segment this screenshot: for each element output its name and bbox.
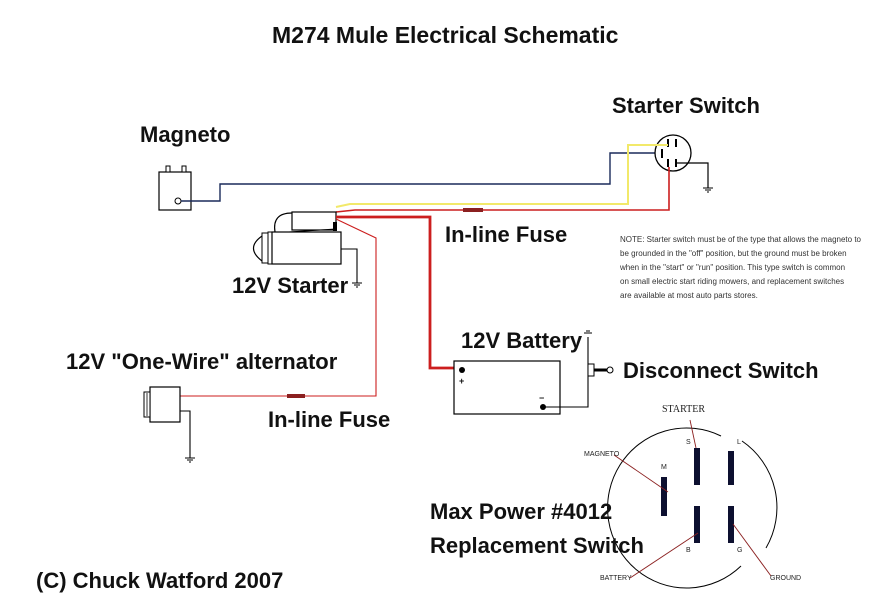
starter-switch-label: Starter Switch xyxy=(612,93,760,118)
switch-power-wire xyxy=(335,167,670,213)
starter-motor xyxy=(252,211,342,265)
battery-positive-label: + xyxy=(459,376,464,386)
alternator-charge-wire xyxy=(180,218,377,397)
pin-g-label: G xyxy=(737,547,742,554)
battery-cable xyxy=(336,215,462,370)
ground-terminal-label: GROUND xyxy=(770,575,801,582)
fuse-bottom xyxy=(287,394,305,398)
alternator-label: 12V "One-Wire" alternator xyxy=(66,349,338,374)
note-line: are available at most auto parts stores. xyxy=(620,291,758,300)
pin-b xyxy=(694,506,700,543)
fuse-top-label: In-line Fuse xyxy=(445,222,567,247)
replacement-switch-detail xyxy=(607,419,778,589)
fuse-bottom-label: In-line Fuse xyxy=(268,407,390,432)
fuse-top xyxy=(463,208,483,212)
disconnect-wire xyxy=(543,337,589,408)
pin-b-label: B xyxy=(686,547,691,554)
magneto xyxy=(158,165,192,211)
magneto-terminal-label: MAGNETO xyxy=(584,451,620,458)
alternator-ground-wire xyxy=(180,410,191,458)
starter-ground-wire xyxy=(341,248,358,283)
replacement-switch-title-2: Replacement Switch xyxy=(430,533,644,558)
battery-label: 12V Battery xyxy=(461,328,583,353)
ground-icon xyxy=(352,282,362,288)
note-block: NOTE: Starter switch must be of the type… xyxy=(619,235,862,300)
magneto-label: Magneto xyxy=(140,122,230,147)
note-line: on small electric start riding mowers, a… xyxy=(620,277,844,286)
disconnect-switch xyxy=(587,363,614,377)
replacement-switch-title-1: Max Power #4012 xyxy=(430,499,612,524)
note-line: NOTE: Starter switch must be of the type… xyxy=(620,235,862,244)
starter-label: 12V Starter xyxy=(232,273,349,298)
alternator xyxy=(143,386,181,423)
ground-icon xyxy=(584,330,592,334)
battery-negative-label: − xyxy=(539,393,544,403)
battery-terminal-label: BATTERY xyxy=(600,575,632,582)
pin-l-label: L xyxy=(737,439,741,446)
magneto-wire xyxy=(181,152,657,202)
pin-g xyxy=(728,506,734,543)
note-line: when in the "start" or "run" position. T… xyxy=(619,263,845,272)
switch-ground-wire xyxy=(676,162,709,188)
pin-l xyxy=(728,451,734,485)
starter-signal-wire xyxy=(335,144,668,208)
disconnect-switch-label: Disconnect Switch xyxy=(623,358,819,383)
starter-switch xyxy=(654,134,692,172)
copyright: (C) Chuck Watford 2007 xyxy=(36,568,283,593)
note-line: be grounded in the "off" position, but t… xyxy=(620,249,847,258)
battery xyxy=(453,360,561,415)
ground-icon xyxy=(703,187,713,193)
pin-s xyxy=(694,448,700,485)
pin-s-label: S xyxy=(686,439,691,446)
pin-m-label: M xyxy=(661,464,667,471)
ground-icon xyxy=(185,457,195,463)
diagram-title: M274 Mule Electrical Schematic xyxy=(272,22,619,48)
pin-m xyxy=(661,477,667,516)
starter-terminal-label: STARTER xyxy=(662,404,705,415)
